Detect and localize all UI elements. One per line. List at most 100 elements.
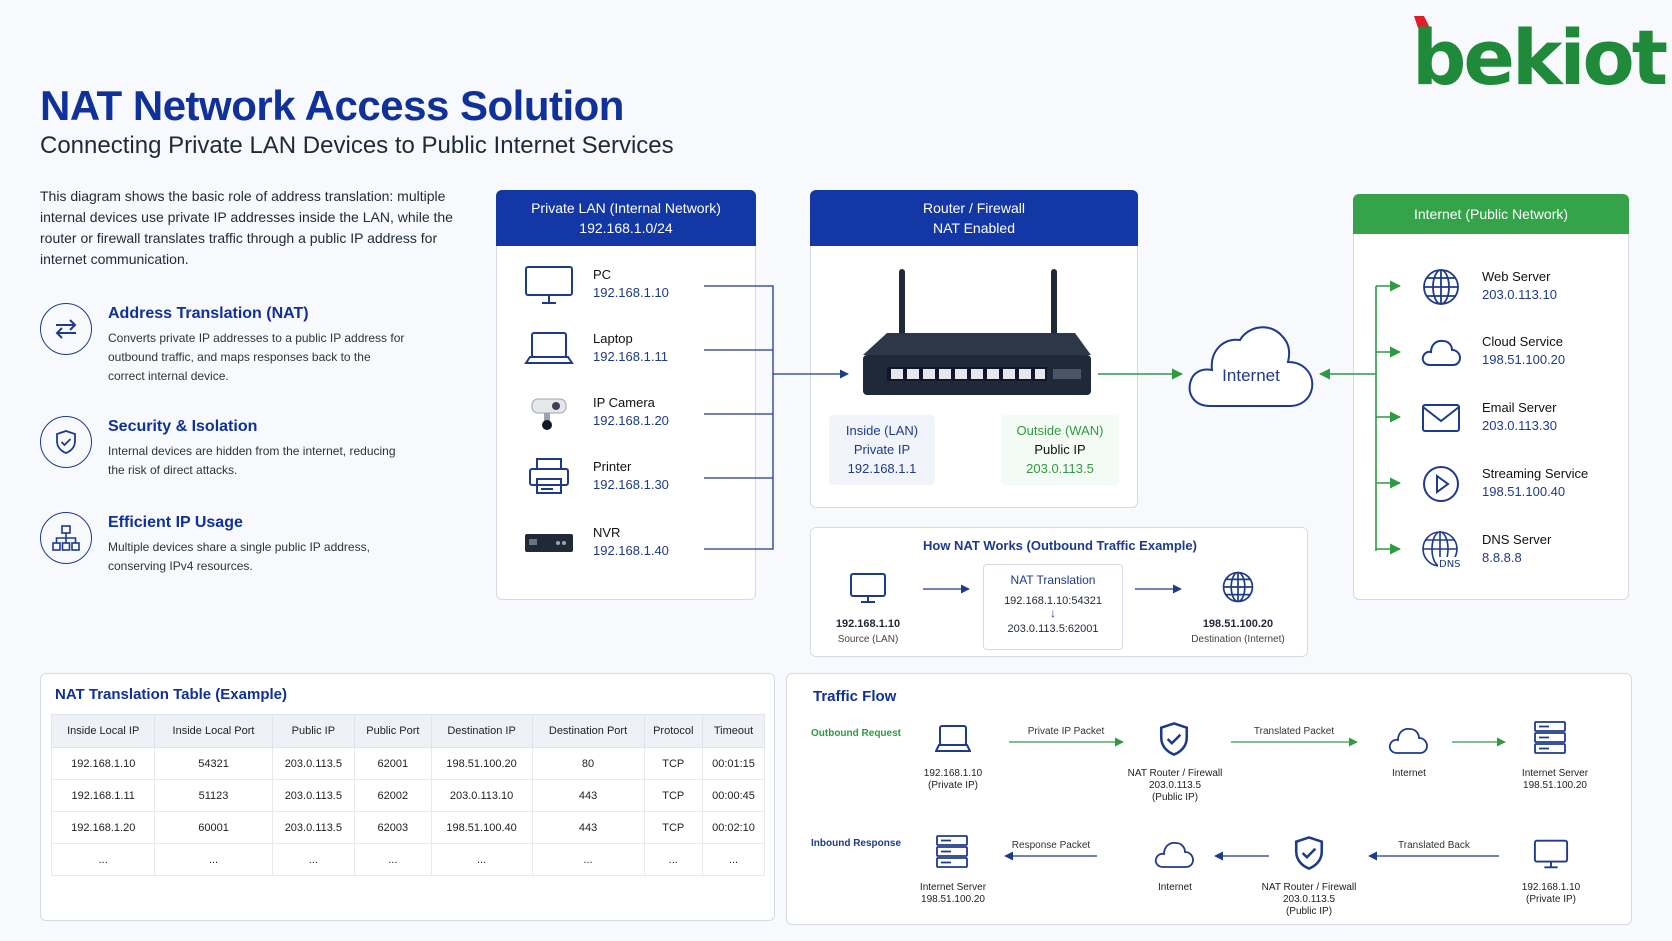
flow-node-text: Internet Server 198.51.100.20: [1495, 768, 1615, 792]
monitor-icon: [523, 265, 575, 305]
node-line: (Private IP): [1525, 894, 1576, 905]
device-ip: 192.168.1.30: [593, 477, 669, 492]
outside-ip: 203.0.113.5: [1026, 461, 1094, 476]
laptop-icon: [523, 329, 575, 369]
node-line: 198.51.100.20: [1523, 780, 1587, 791]
node-line: NAT Router / Firewall: [1127, 768, 1223, 779]
service-name: Cloud Service: [1482, 334, 1563, 349]
traffic-flow-panel: Traffic Flow Outbound Request 192.168.1.…: [786, 673, 1632, 925]
table-header-row: Inside Local IP Inside Local Port Public…: [50, 714, 766, 748]
feature-title: Efficient IP Usage: [108, 514, 243, 531]
internet-label: Internet: [1222, 366, 1280, 385]
table-cell: 443: [531, 811, 645, 844]
table-cell: TCP: [643, 747, 703, 780]
flow-node-text: Internet Server 198.51.100.20: [893, 882, 1013, 906]
public-panel-header: Internet (Public Network): [1353, 194, 1629, 234]
nat-table-wrap: Inside Local IP Inside Local Port Public…: [50, 714, 766, 876]
intro-text: This diagram shows the basic role of add…: [40, 188, 453, 267]
table-cell: 192.168.1.11: [50, 779, 156, 812]
inbound-label: Inbound Response: [811, 838, 901, 849]
table-cell: 62002: [354, 779, 432, 812]
node-line: (Public IP): [1285, 906, 1333, 917]
table-cell: 00:01:15: [701, 747, 766, 780]
feature-desc: Internal devices are hidden from the int…: [108, 444, 396, 477]
device-ip: 192.168.1.10: [593, 285, 669, 300]
edge-label: Response Packet: [1011, 840, 1091, 851]
table-cell: 203.0.113.5: [271, 779, 356, 812]
arrow-icon: [923, 584, 970, 594]
inside-ip: 192.168.1.1: [847, 461, 917, 476]
edge-label: Private IP Packet: [1027, 726, 1105, 737]
lan-title: Private LAN (Internal Network): [531, 200, 721, 216]
table-cell: ...: [643, 843, 703, 876]
cloud-icon: [1385, 724, 1431, 761]
page-subtitle: Connecting Private LAN Devices to Public…: [40, 132, 674, 159]
public-title: Internet (Public Network): [1413, 206, 1569, 222]
table-cell: 203.0.113.10: [430, 779, 533, 812]
table-cell: 00:00:45: [701, 779, 766, 812]
cloud-icon: [1420, 332, 1462, 372]
device-name: Printer: [593, 459, 632, 474]
logo-mark-icon: [1414, 16, 1430, 28]
translation-to: 203.0.113.5:62001: [1007, 623, 1099, 635]
service-name: Streaming Service: [1482, 466, 1589, 481]
service-name: Web Server: [1482, 269, 1551, 284]
device-name: IP Camera: [593, 395, 655, 410]
table-cell: TCP: [643, 811, 703, 844]
shield-icon: [40, 416, 92, 468]
service-ip: 203.0.113.10: [1482, 287, 1557, 302]
table-row: ........................: [50, 843, 766, 876]
printer-icon: [523, 457, 575, 497]
translation-title: NAT Translation: [1010, 573, 1096, 587]
feature-title: Security & Isolation: [108, 418, 258, 435]
table-cell: 80: [531, 747, 645, 780]
table-cell: 51123: [154, 779, 273, 812]
node-line: 192.168.1.10: [1521, 882, 1581, 893]
table-cell: TCP: [643, 779, 703, 812]
logo-text: bekiot: [1412, 13, 1668, 102]
table-cell: 203.0.113.5: [271, 747, 356, 780]
lan-subnet: 192.168.1.0/24: [579, 220, 673, 236]
inside-label: Inside (LAN): [845, 423, 919, 438]
flow-node-text: NAT Router / Firewall 203.0.113.5 (Publi…: [1113, 768, 1237, 804]
inside-type: Private IP: [853, 442, 911, 457]
router-image: [847, 267, 1103, 407]
node-line: Internet: [1392, 768, 1426, 779]
how-nat-title: How NAT Works (Outbound Traffic Example): [923, 538, 1197, 553]
col-header: Destination IP: [430, 714, 533, 748]
router-title: Router / Firewall: [923, 200, 1025, 216]
feature-desc: Multiple devices share a single public I…: [108, 540, 370, 573]
edge-label: Translated Packet: [1253, 726, 1335, 737]
monitor-icon: [849, 572, 887, 609]
how-nat-panel: How NAT Works (Outbound Traffic Example)…: [810, 527, 1308, 657]
table-cell: ...: [50, 843, 156, 876]
dns-globe-icon: DNS: [1420, 530, 1462, 570]
table-cell: 198.51.100.20: [430, 747, 533, 780]
device-ip: 192.168.1.11: [593, 349, 668, 364]
shield-icon: [1292, 834, 1326, 877]
globe-icon: [1221, 570, 1255, 609]
feature-title: Address Translation (NAT): [108, 305, 309, 322]
how-source-label: Source (LAN): [837, 634, 899, 645]
table-cell: ...: [354, 843, 432, 876]
lan-panel: Private LAN (Internal Network) 192.168.1…: [496, 190, 756, 600]
router-inside-box: Inside (LAN) Private IP 192.168.1.1: [829, 415, 935, 485]
service-ip: 198.51.100.20: [1482, 352, 1566, 367]
nat-table-panel: NAT Translation Table (Example) Inside L…: [40, 673, 775, 921]
table-cell: ...: [430, 843, 533, 876]
node-line: (Public IP): [1151, 792, 1199, 803]
arrow-icon: [1135, 584, 1182, 594]
table-cell: 00:02:10: [701, 811, 766, 844]
table-cell: 192.168.1.10: [50, 747, 156, 780]
brand-logo: bekiot: [1408, 14, 1668, 98]
how-source-ip: 192.168.1.10: [835, 618, 901, 630]
svg-text:DNS: DNS: [1439, 559, 1461, 570]
outside-type: Public IP: [1034, 442, 1086, 457]
col-header: Timeout: [701, 714, 766, 748]
node-line: 203.0.113.5: [1148, 780, 1202, 791]
router-outside-box: Outside (WAN) Public IP 203.0.113.5: [1001, 415, 1119, 485]
table-cell: 60001: [154, 811, 273, 844]
node-line: 192.168.1.10: [923, 768, 983, 779]
internet-cloud: Internet: [1186, 320, 1316, 412]
